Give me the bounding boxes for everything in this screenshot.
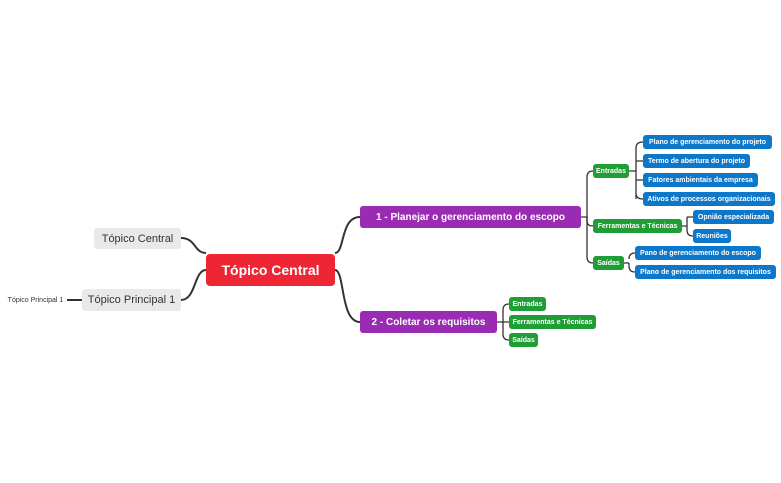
saidas-item-2[interactable]: Plano de gerenciamento dos requisitos bbox=[635, 265, 776, 279]
connector-ferramentas-items bbox=[682, 216, 694, 237]
branch1-saidas[interactable]: Saídas bbox=[593, 256, 624, 270]
main-topic-1[interactable]: Tópico Principal 1 bbox=[82, 289, 181, 311]
connector-b1-entradas bbox=[581, 170, 594, 218]
branch1-entradas[interactable]: Entradas bbox=[593, 164, 629, 178]
branch1-title[interactable]: 1 - Planejar o gerenciamento do escopo bbox=[360, 206, 581, 228]
ferramentas-item-2[interactable]: Reuniões bbox=[693, 229, 731, 243]
subtopic-left[interactable]: Tópico Principal 1 bbox=[7, 296, 64, 304]
branch1-ferramentas[interactable]: Ferramentas e Técnicas bbox=[593, 219, 682, 233]
connector-central-branch1 bbox=[334, 216, 361, 254]
branch2-title[interactable]: 2 - Coletar os requisitos bbox=[360, 311, 497, 333]
branch2-saidas[interactable]: Saídas bbox=[509, 333, 538, 347]
entradas-item-1[interactable]: Plano de gerenciamento do projeto bbox=[643, 135, 772, 149]
connector-saidas-items bbox=[624, 252, 636, 273]
connector-central-main1 bbox=[180, 269, 207, 301]
connector-b2-items bbox=[497, 303, 510, 341]
central-topic[interactable]: Tópico Central bbox=[206, 254, 335, 286]
entradas-item-3[interactable]: Fatores ambientais da empresa bbox=[643, 173, 758, 187]
connector-central-floating bbox=[180, 237, 207, 254]
entradas-item-2[interactable]: Termo de abertura do projeto bbox=[643, 154, 750, 168]
branch2-ferramentas[interactable]: Ferramentas e Técnicas bbox=[509, 315, 596, 329]
connector-b1-saidas bbox=[586, 217, 594, 264]
connector-entradas-items bbox=[629, 141, 644, 200]
connector-central-branch2 bbox=[334, 269, 361, 323]
floating-topic[interactable]: Tópico Central bbox=[94, 228, 181, 249]
saidas-item-1[interactable]: Pano de gerenciamento do escopo bbox=[635, 246, 761, 260]
entradas-item-4[interactable]: Ativos de processos organizacionais bbox=[643, 192, 775, 206]
ferramentas-item-1[interactable]: Opnião especializada bbox=[693, 210, 774, 224]
branch2-entradas[interactable]: Entradas bbox=[509, 297, 546, 311]
